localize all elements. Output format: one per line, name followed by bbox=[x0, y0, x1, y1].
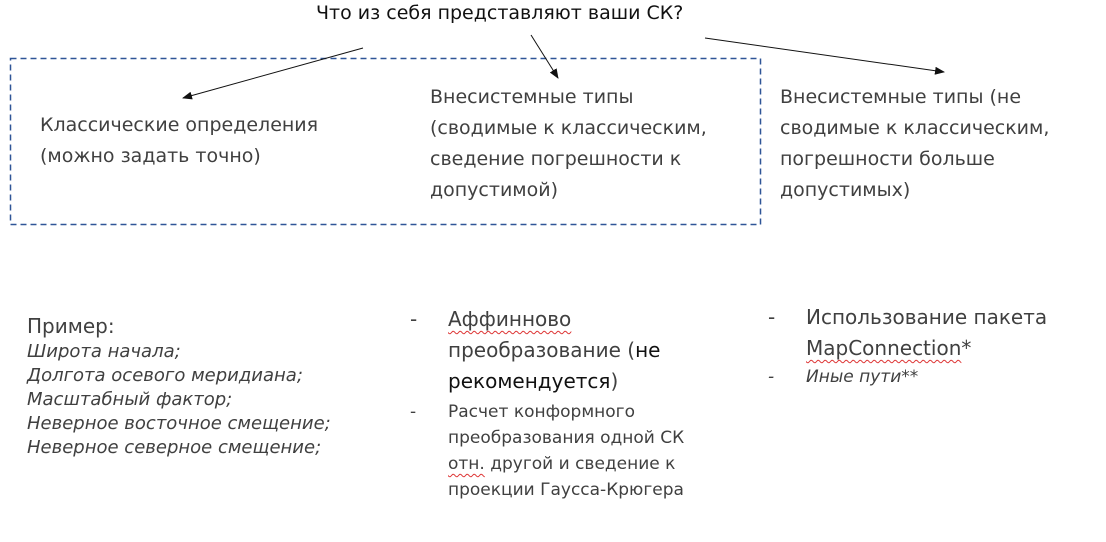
text-line: сводимые к классическим, bbox=[780, 117, 1050, 139]
category-reducible: Внесистемные типы (сводимые к классическ… bbox=[430, 82, 707, 206]
example-block: Пример: Широта начала; Долгота осевого м… bbox=[27, 312, 331, 460]
text: ) bbox=[610, 369, 619, 393]
text-line: допустимой) bbox=[430, 179, 559, 201]
emphasis-text: не рекомендуется bbox=[448, 338, 661, 393]
text-line: сведение погрешности к bbox=[430, 148, 682, 170]
text-line: Внесистемные типы bbox=[430, 86, 634, 108]
example-item: Неверное северное смещение; bbox=[27, 437, 322, 458]
example-item: Широта начала; bbox=[27, 341, 181, 362]
middle-list: Аффинново преобразование (не рекомендует… bbox=[410, 304, 750, 503]
text-line: допустимых) bbox=[780, 179, 911, 201]
text-line: преобразования одной СК bbox=[448, 428, 685, 448]
dashed-group-box bbox=[9, 57, 762, 226]
text-line: (можно задать точно) bbox=[40, 145, 261, 167]
right-list: Использование пакета MapConnection* Иные… bbox=[768, 302, 1098, 390]
text: преобразование ( bbox=[448, 338, 636, 362]
arrow-to-reducible bbox=[530, 34, 559, 79]
footnote-mark: * bbox=[961, 336, 972, 360]
list-item-affine: Аффинново преобразование (не рекомендует… bbox=[410, 304, 750, 397]
text-line: погрешности больше bbox=[780, 148, 995, 170]
arrow-to-nonreducible bbox=[704, 37, 945, 75]
arrow-to-classic bbox=[182, 47, 364, 100]
list-item-mapconnection: Использование пакета MapConnection* bbox=[768, 302, 1098, 364]
category-nonreducible: Внесистемные типы (не сводимые к классич… bbox=[780, 82, 1049, 206]
slide-title: Что из себя представляют ваши СК? bbox=[316, 2, 684, 24]
list-item-other-ways: Иные пути** bbox=[768, 364, 1098, 390]
text-line: Классические определения bbox=[40, 114, 319, 136]
text: отн. bbox=[448, 454, 485, 474]
text-line: Использование пакета bbox=[806, 305, 1048, 329]
example-item: Долгота осевого меридиана; bbox=[27, 365, 303, 386]
text-line: (сводимые к классическим, bbox=[430, 117, 707, 139]
example-item: Масштабный фактор; bbox=[27, 389, 233, 410]
text-line: Внесистемные типы (не bbox=[780, 86, 1022, 108]
text: Аффинново bbox=[448, 307, 572, 331]
text: другой и сведение к bbox=[484, 454, 676, 474]
example-item: Неверное восточное смещение; bbox=[27, 413, 331, 434]
text-line: Расчет конформного bbox=[448, 402, 636, 422]
package-name: MapConnection bbox=[806, 336, 962, 360]
list-item-conformal: Расчет конформного преобразования одной … bbox=[410, 399, 750, 503]
example-heading: Пример: bbox=[27, 314, 115, 338]
category-classic: Классические определения (можно задать т… bbox=[40, 110, 318, 172]
text: Иные пути** bbox=[806, 367, 919, 387]
text-line: проекции Гаусса-Крюгера bbox=[448, 480, 684, 500]
